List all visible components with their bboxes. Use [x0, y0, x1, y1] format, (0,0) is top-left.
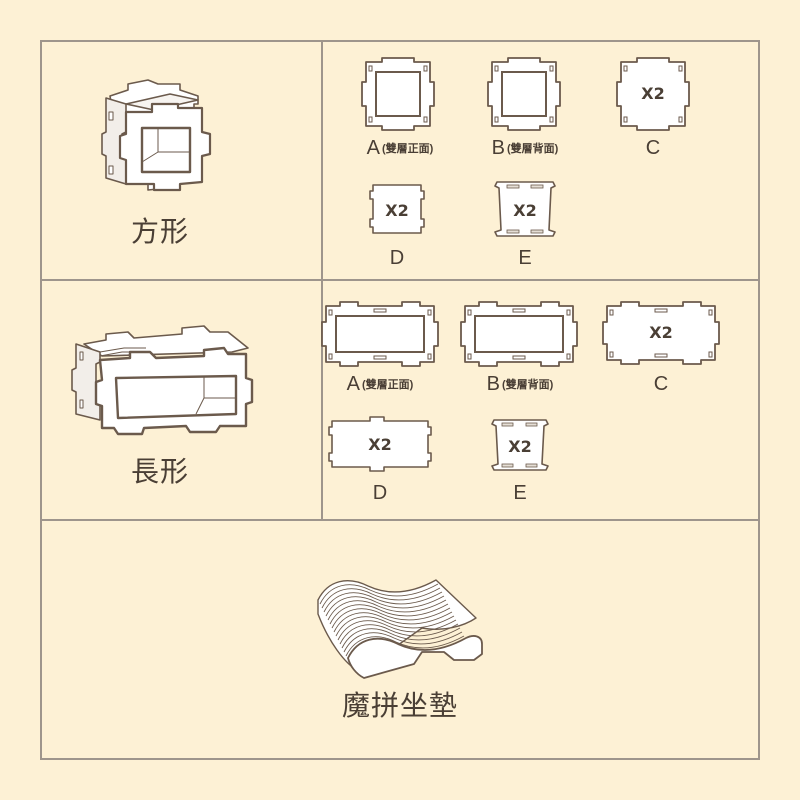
rect-piece-c-qty: X2 [649, 323, 673, 342]
rect-piece-a-label: A(雙層正面) [346, 373, 414, 395]
square-section-title: 方形 [130, 215, 189, 248]
rect-box-assembled-icon [71, 325, 254, 436]
square-piece-e-icon [494, 181, 556, 237]
row-divider-2 [42, 519, 758, 521]
square-piece-c-icon [616, 57, 690, 131]
rect-piece-d-label: D [372, 482, 388, 504]
rect-piece-c-label: C [653, 373, 669, 395]
rect-piece-a-icon [321, 301, 439, 367]
square-piece-a-label: A(雙層正面) [366, 137, 434, 159]
square-piece-d-label: D [389, 247, 405, 269]
rect-piece-e-qty: X2 [508, 437, 532, 456]
square-piece-d-icon [369, 184, 425, 234]
rect-piece-d-icon [328, 416, 432, 472]
cushion-icon [317, 579, 483, 679]
rect-piece-b-icon [460, 301, 578, 367]
rect-section-title: 長形 [130, 455, 189, 488]
square-piece-d-qty: X2 [385, 201, 409, 220]
rect-piece-b-label: B(雙層背面) [486, 373, 554, 395]
square-piece-a-icon [361, 57, 435, 131]
parts-grid [40, 40, 760, 760]
square-piece-c-qty: X2 [641, 84, 665, 103]
square-piece-c-label: C [645, 137, 661, 159]
square-piece-e-qty: X2 [513, 201, 537, 220]
square-piece-b-label: B(雙層背面) [491, 137, 559, 159]
rect-piece-d-qty: X2 [368, 435, 392, 454]
rect-piece-e-label: E [513, 482, 527, 504]
rect-piece-e-icon [491, 419, 549, 471]
row-divider-1 [42, 279, 758, 281]
rect-piece-c-icon [602, 301, 720, 365]
square-box-assembled-icon [101, 79, 212, 192]
cushion-section-title: 魔拼坐墊 [341, 689, 458, 722]
square-piece-b-icon [487, 57, 561, 131]
square-piece-e-label: E [518, 247, 532, 269]
